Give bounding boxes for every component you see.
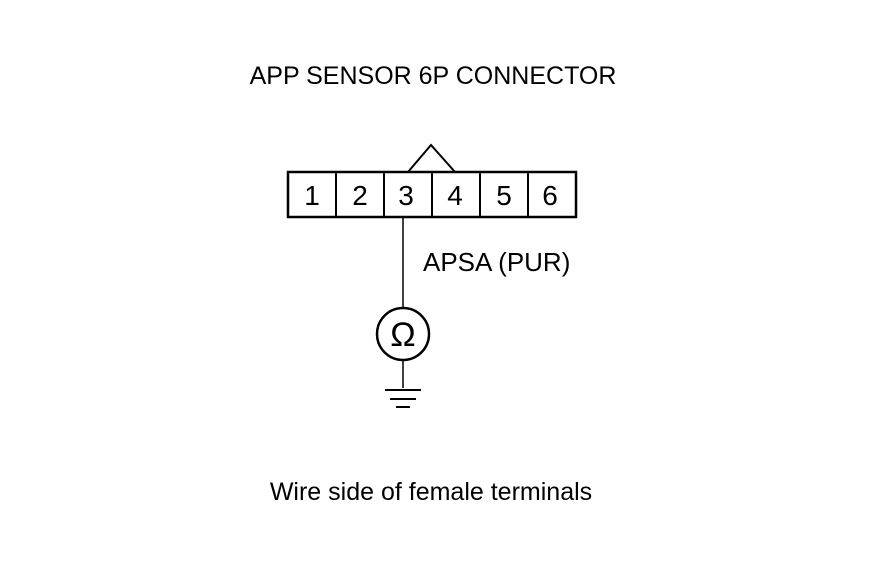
connector-body: 1 2 3 4 5 6 (286, 170, 578, 219)
connector-lock-tab (407, 143, 456, 173)
ground-icon (385, 389, 421, 408)
pin-label-5: 5 (496, 180, 512, 211)
pin-label-3: 3 (398, 180, 414, 211)
wire-label: APSA (PUR) (423, 247, 570, 277)
pin-label-2: 2 (352, 180, 368, 211)
ohmmeter-symbol: Ω (375, 306, 431, 362)
pin-label-6: 6 (542, 180, 558, 211)
diagram-title: APP SENSOR 6P CONNECTOR (250, 62, 617, 90)
pin-label-1: 1 (304, 180, 320, 211)
footer-caption: Wire side of female terminals (270, 478, 592, 506)
pin-label-4: 4 (447, 180, 463, 211)
ohm-icon: Ω (390, 316, 415, 354)
